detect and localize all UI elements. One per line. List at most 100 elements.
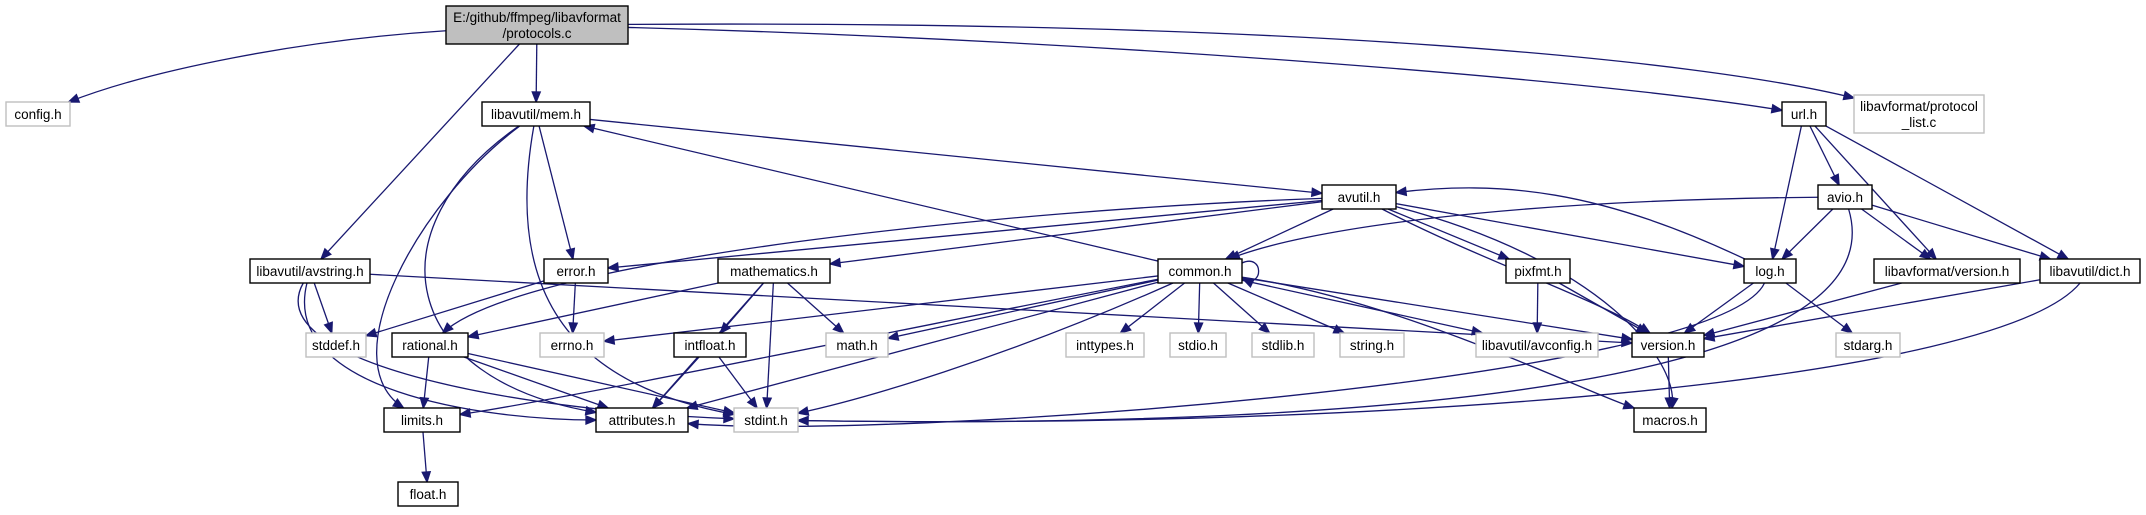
edge-intfloat_h-to-attributes_h	[651, 356, 700, 410]
node-protocols_c-label-0: E:/github/ffmpeg/libavformat	[453, 10, 621, 25]
node-float_h-box	[397, 481, 459, 507]
node-stdlib_h-box	[1251, 332, 1315, 358]
node-limits_h[interactable]: limits.h	[383, 407, 461, 433]
node-stddef_h-box	[305, 332, 367, 358]
node-stdint_h[interactable]: stdint.h	[733, 407, 799, 433]
node-version_h[interactable]: version.h	[1631, 332, 1705, 358]
node-libavutil_avconfig_h-box	[1475, 332, 1599, 358]
node-protocol_list_c-label-1: _list.c	[1901, 115, 1937, 130]
edge-common_h-to-string_h	[1227, 282, 1346, 334]
edge-avutil_h-to-log_h	[1395, 203, 1746, 270]
node-string_h-box	[1339, 332, 1405, 358]
node-avio_h[interactable]: avio.h	[1817, 184, 1873, 210]
node-intfloat_h-box	[673, 332, 747, 358]
edge-protocols_c-to-url_h	[627, 26, 1784, 114]
edge-libavutil_avstring_h-to-attributes_h	[303, 282, 598, 425]
node-limits_h-box	[383, 407, 461, 433]
node-errno_h[interactable]: errno.h	[539, 332, 605, 358]
node-stdio_h-box	[1169, 332, 1227, 358]
node-avutil_h[interactable]: avutil.h	[1321, 184, 1397, 210]
node-stdint_h-label-0: stdint.h	[744, 413, 788, 428]
node-libavutil_mem_h-box	[481, 101, 591, 127]
node-config_h[interactable]: config.h	[5, 101, 71, 127]
node-libavutil_mem_h[interactable]: libavutil/mem.h	[481, 101, 591, 127]
node-inttypes_h[interactable]: inttypes.h	[1065, 332, 1145, 358]
node-errno_h-box	[539, 332, 605, 358]
node-protocol_list_c-box	[1853, 94, 1985, 134]
node-protocol_list_c-label-0: libavformat/protocol	[1860, 99, 1978, 114]
node-rational_h[interactable]: rational.h	[391, 332, 469, 358]
node-libavformat_version_h-label-0: libavformat/version.h	[1885, 264, 2010, 279]
edge-common_h-to-errno_h	[602, 275, 1159, 345]
edge-mathematics_h-to-stdint_h	[762, 282, 775, 410]
node-error_h-label-0: error.h	[556, 264, 595, 279]
node-libavutil_avconfig_h[interactable]: libavutil/avconfig.h	[1475, 332, 1599, 358]
node-mathematics_h-box	[717, 258, 831, 284]
node-log_h[interactable]: log.h	[1743, 258, 1797, 284]
edge-common_h-to-stdint_h	[796, 282, 1174, 416]
node-string_h[interactable]: string.h	[1339, 332, 1405, 358]
edge-avutil_h-to-error_h	[606, 199, 1323, 272]
node-stdint_h-box	[733, 407, 799, 433]
node-rational_h-label-0: rational.h	[402, 338, 458, 353]
edge-common_h-to-limits_h	[458, 278, 1159, 418]
node-float_h[interactable]: float.h	[397, 481, 459, 507]
node-mathematics_h[interactable]: mathematics.h	[717, 258, 831, 284]
node-attributes_h[interactable]: attributes.h	[595, 407, 689, 433]
node-error_h[interactable]: error.h	[543, 258, 609, 284]
node-stdarg_h-box	[1835, 332, 1901, 358]
node-avio_h-label-0: avio.h	[1827, 190, 1863, 205]
node-protocols_c[interactable]: E:/github/ffmpeg/libavformat/protocols.c	[445, 5, 629, 45]
node-macros_h[interactable]: macros.h	[1633, 407, 1707, 433]
node-version_h-label-0: version.h	[1641, 338, 1696, 353]
edge-url_h-to-avio_h	[1809, 125, 1840, 187]
node-common_h-box	[1157, 258, 1243, 284]
edge-libavutil_mem_h-to-limits_h	[376, 125, 521, 409]
edge-rational_h-to-stdint_h	[467, 352, 736, 416]
node-libavutil_avstring_h[interactable]: libavutil/avstring.h	[249, 258, 371, 284]
edge-libavformat_version_h-to-version_h	[1702, 282, 1902, 338]
node-url_h-label-0: url.h	[1791, 107, 1817, 122]
edge-libavutil_mem_h-to-attributes_h	[424, 125, 598, 416]
node-errno_h-label-0: errno.h	[551, 338, 594, 353]
node-libavformat_version_h[interactable]: libavformat/version.h	[1873, 258, 2021, 284]
edge-log_h-to-attributes_h	[686, 282, 1766, 430]
node-macros_h-box	[1633, 407, 1707, 433]
edge-avutil_h-to-common_h	[1224, 208, 1334, 260]
node-stddef_h[interactable]: stddef.h	[305, 332, 367, 358]
node-limits_h-label-0: limits.h	[401, 413, 443, 428]
edge-protocols_c-to-config_h	[66, 30, 447, 103]
edge-log_h-to-stdarg_h	[1785, 282, 1854, 335]
node-math_h-box	[825, 332, 889, 358]
node-protocol_list_c[interactable]: libavformat/protocol_list.c	[1853, 94, 1985, 134]
edge-common_h-to-inttypes_h	[1119, 282, 1185, 335]
node-intfloat_h-label-0: intfloat.h	[684, 338, 735, 353]
node-config_h-label-0: config.h	[14, 107, 61, 122]
node-stdarg_h[interactable]: stdarg.h	[1835, 332, 1901, 358]
node-common_h[interactable]: common.h	[1157, 258, 1243, 284]
node-libavutil_mem_h-label-0: libavutil/mem.h	[491, 107, 581, 122]
edge-protocols_c-to-libavutil_mem_h	[531, 43, 542, 104]
node-macros_h-label-0: macros.h	[1642, 413, 1698, 428]
edge-libavutil_dict_h-to-version_h	[1702, 279, 2041, 342]
node-url_h[interactable]: url.h	[1781, 101, 1827, 127]
node-libavutil_dict_h-label-0: libavutil/dict.h	[2049, 264, 2130, 279]
node-stdlib_h-label-0: stdlib.h	[1262, 338, 1305, 353]
node-intfloat_h[interactable]: intfloat.h	[673, 332, 747, 358]
node-pixfmt_h[interactable]: pixfmt.h	[1505, 258, 1571, 284]
node-libavutil_dict_h[interactable]: libavutil/dict.h	[2039, 258, 2141, 284]
edge-libavutil_dict_h-to-stdint_h	[796, 282, 2081, 426]
node-protocols_c-label-1: /protocols.c	[502, 26, 571, 41]
edge-protocols_c-to-libavutil_avstring_h	[319, 43, 520, 261]
edge-url_h-to-libavformat_version_h	[1814, 125, 1938, 261]
node-stdio_h[interactable]: stdio.h	[1169, 332, 1227, 358]
edge-common_h-to-stdio_h	[1193, 282, 1204, 335]
node-log_h-box	[1743, 258, 1797, 284]
edge-mathematics_h-to-rational_h	[466, 282, 719, 340]
node-stdlib_h[interactable]: stdlib.h	[1251, 332, 1315, 358]
node-avutil_h-label-0: avutil.h	[1338, 190, 1381, 205]
edge-avio_h-to-libavutil_dict_h	[1871, 204, 2052, 261]
edges-layer	[66, 23, 2081, 484]
node-math_h[interactable]: math.h	[825, 332, 889, 358]
edge-version_h-to-macros_h	[1664, 356, 1675, 410]
